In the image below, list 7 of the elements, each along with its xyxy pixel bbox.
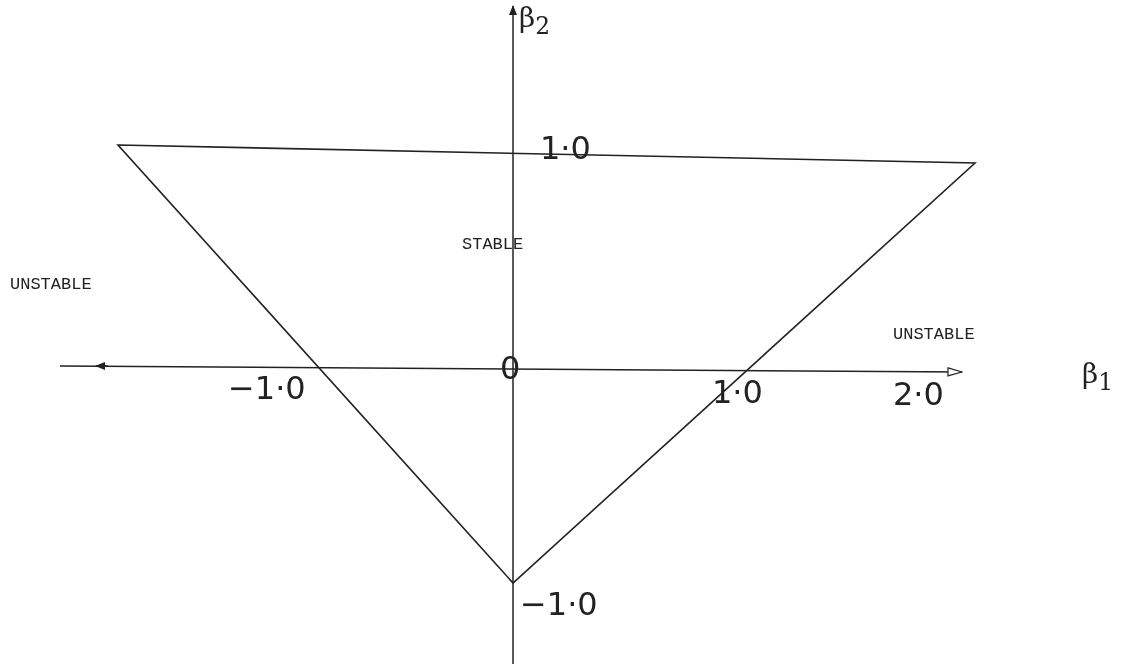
- tick-label: −1·0: [228, 372, 306, 404]
- axis-label: β$_{2}$: [519, 4, 551, 38]
- tick-label: −1·0: [520, 588, 598, 620]
- region-label: UNSTABLE: [893, 326, 975, 343]
- tick-label: 2·0: [893, 378, 944, 410]
- axis-label: β$_{1}$: [1082, 360, 1114, 394]
- region-label: UNSTABLE: [10, 276, 92, 293]
